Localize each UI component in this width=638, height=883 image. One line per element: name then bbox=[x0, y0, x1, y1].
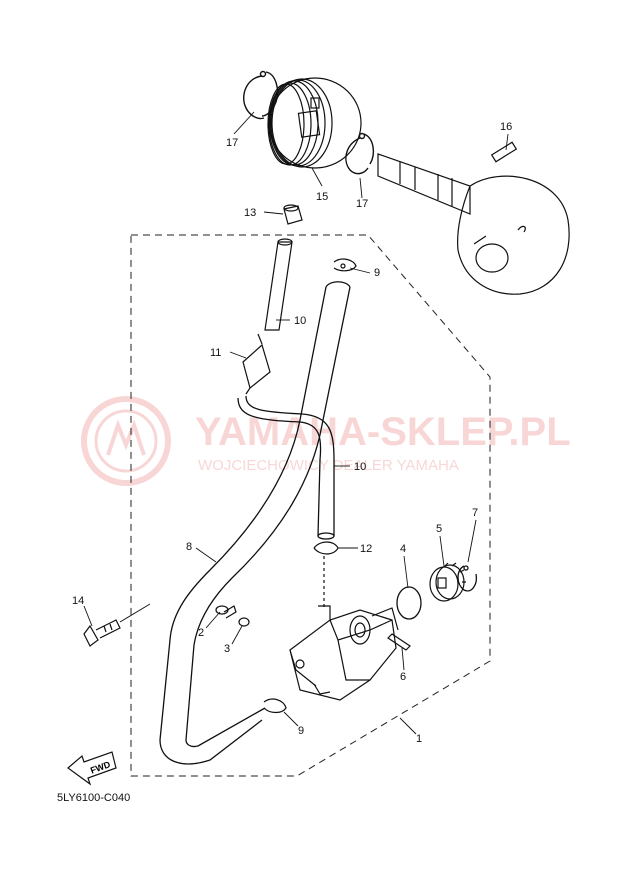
callout-12: 12 bbox=[360, 543, 372, 555]
oil-pump bbox=[289, 605, 399, 701]
callout-16: 16 bbox=[500, 121, 512, 133]
callout-9-lower: 9 bbox=[298, 725, 304, 737]
callout-11: 11 bbox=[210, 347, 221, 359]
pin-6 bbox=[387, 633, 411, 651]
callout-8: 8 bbox=[186, 541, 192, 553]
collar-13 bbox=[283, 204, 303, 225]
callout-14: 14 bbox=[72, 595, 84, 607]
watermark-subtitle: WOJCIECHOWICY DEALER YAMAHA bbox=[198, 457, 459, 474]
leader-lines bbox=[83, 111, 509, 735]
bolt-14 bbox=[83, 619, 121, 647]
watermark-title: YAMAHA-SKLEP.PL bbox=[195, 410, 571, 454]
circlip-7 bbox=[457, 565, 478, 592]
clip-9-lower bbox=[263, 698, 287, 714]
hose-8 bbox=[159, 281, 351, 765]
assembly-boundary bbox=[130, 234, 491, 777]
pulley-15 bbox=[267, 77, 362, 169]
screw-2 bbox=[215, 605, 237, 619]
gear-5 bbox=[429, 562, 466, 602]
callout-2: 2 bbox=[198, 627, 204, 639]
callout-13: 13 bbox=[244, 207, 256, 219]
watermark: YAMAHA-SKLEP.PL WOJCIECHOWICY DEALER YAM… bbox=[81, 396, 571, 486]
diagram-code: 5LY6100-C040 bbox=[57, 792, 131, 804]
hose-10-lower bbox=[237, 395, 335, 540]
callout-1: 1 bbox=[416, 733, 422, 745]
callout-15: 15 bbox=[316, 191, 328, 203]
washer-3 bbox=[238, 617, 250, 627]
hose-10-upper bbox=[264, 238, 293, 331]
callout-7: 7 bbox=[472, 507, 478, 519]
crankshaft-16 bbox=[377, 141, 570, 295]
callout-17-left: 17 bbox=[226, 137, 238, 149]
callout-10-upper: 10 bbox=[294, 315, 306, 327]
callout-10-lower: 10 bbox=[354, 461, 366, 473]
callout-3: 3 bbox=[224, 643, 230, 655]
callouts: 17 15 17 16 13 9 10 11 10 8 12 4 5 7 14 … bbox=[72, 121, 512, 745]
oil-filter-11 bbox=[242, 333, 271, 395]
fwd-arrow-icon: FWD bbox=[67, 751, 117, 786]
clip-9-upper bbox=[333, 258, 357, 272]
clip-12 bbox=[313, 541, 339, 610]
callout-4: 4 bbox=[400, 543, 406, 555]
callout-6: 6 bbox=[400, 671, 406, 683]
circlip-17-right bbox=[345, 132, 375, 175]
watermark-logo bbox=[81, 396, 171, 486]
callout-17-right: 17 bbox=[356, 198, 368, 210]
callout-9-upper: 9 bbox=[374, 267, 380, 279]
callout-5: 5 bbox=[436, 523, 442, 535]
o-ring-4 bbox=[396, 586, 422, 620]
